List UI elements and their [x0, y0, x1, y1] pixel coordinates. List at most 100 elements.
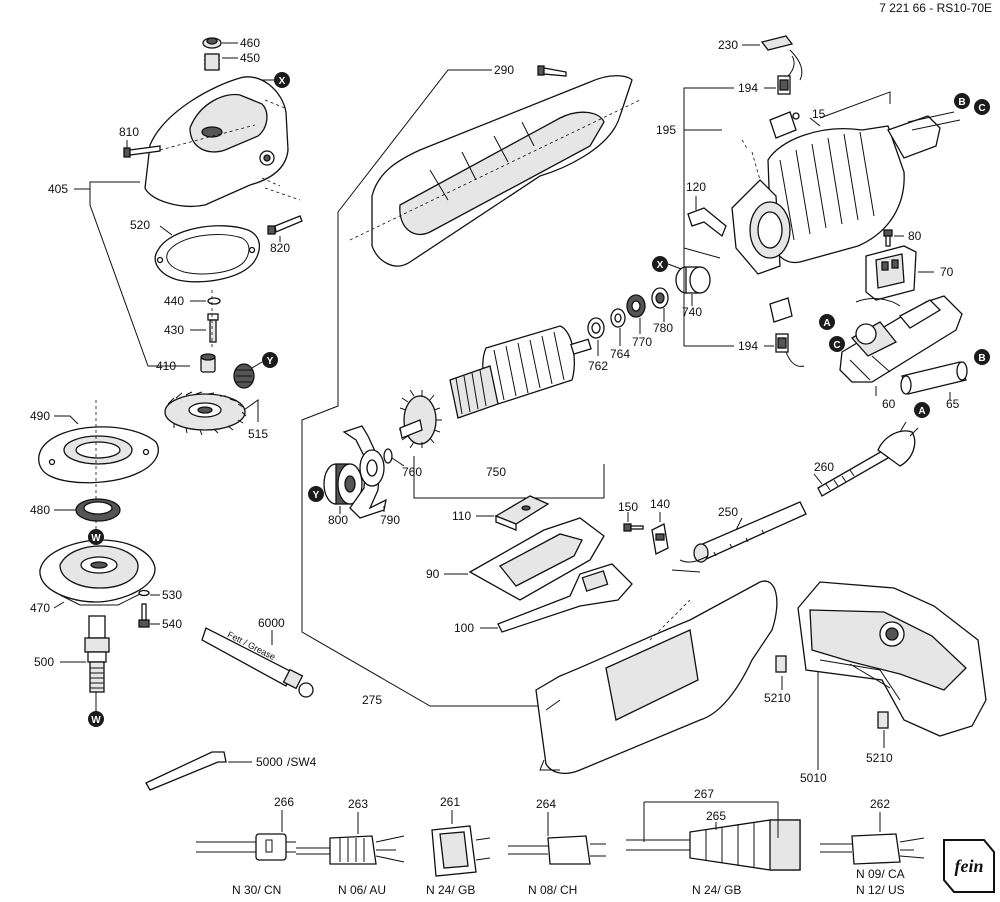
label-800: 800 [328, 513, 348, 527]
label-sw4: /SW4 [287, 755, 317, 769]
label-60: 60 [882, 397, 896, 411]
label-110: 110 [452, 509, 471, 523]
brush-holder-194-top [777, 55, 795, 95]
sleeve-740 [675, 266, 711, 294]
label-515: 515 [248, 427, 268, 441]
label-194-bottom: 194 [738, 339, 758, 353]
brush-cap-230 [760, 35, 794, 51]
label-194-top: 194 [738, 81, 758, 95]
label-260: 260 [814, 460, 834, 474]
label-250: 250 [718, 505, 738, 519]
caption-cn: N 30/ CN [232, 883, 281, 897]
label-750: 750 [486, 465, 506, 479]
screw-810 [123, 145, 161, 158]
label-80: 80 [908, 229, 922, 243]
label-100: 100 [454, 621, 474, 635]
carrying-case-5010 [797, 581, 987, 737]
switch-button-110 [494, 495, 550, 531]
document-id: 7 221 66 - RS10-70E [879, 1, 992, 15]
label-5000: 5000 [256, 755, 283, 769]
marker-y-top: Y [267, 356, 274, 367]
label-530: 530 [162, 588, 182, 602]
motor-housing-upper [349, 75, 641, 267]
screw-80 [883, 229, 893, 247]
bevel-gear-large [164, 391, 247, 436]
caption-us: N 12/ US [856, 883, 905, 897]
label-90: 90 [426, 567, 440, 581]
label-264: 264 [536, 797, 556, 811]
label-540: 540 [162, 617, 182, 631]
caption-ch: N 08/ CH [528, 883, 577, 897]
washer-530 [138, 589, 150, 597]
label-450: 450 [240, 51, 260, 65]
grease-tube-6000: Fett / Grease [201, 627, 314, 698]
stator-15 [731, 111, 961, 275]
label-150: 150 [618, 500, 638, 514]
label-140: 140 [650, 497, 670, 511]
bearing-800 [323, 463, 363, 505]
caption-au: N 06/ AU [338, 883, 386, 897]
bushing-410 [200, 353, 216, 373]
label-195: 195 [656, 123, 676, 137]
marker-x-mid: X [657, 260, 664, 271]
label-275: 275 [362, 693, 382, 707]
marker-a-bottom: A [918, 406, 925, 417]
label-263: 263 [348, 797, 368, 811]
armature-750 [398, 325, 592, 449]
caption-gb-1: N 24/ GB [426, 883, 475, 897]
marker-x-top: X [279, 76, 286, 87]
marker-c-mid: C [833, 340, 840, 351]
bearing-plate-490 [38, 426, 159, 484]
marker-c-top: C [978, 103, 985, 114]
spring-450 [204, 53, 220, 71]
plug-262-ca-us [820, 833, 925, 865]
label-762: 762 [588, 359, 608, 373]
baffle-790 [342, 425, 387, 519]
fein-logo: fein [943, 839, 995, 893]
label-790: 790 [380, 513, 400, 527]
label-261: 261 [440, 795, 460, 809]
label-410: 410 [156, 359, 176, 373]
label-262: 262 [870, 797, 890, 811]
plug-261-gb [431, 825, 491, 877]
electronic-module-70 [865, 245, 917, 301]
label-770: 770 [632, 335, 652, 349]
marker-w-top: W [91, 533, 101, 544]
label-70: 70 [940, 265, 954, 279]
brush-spring-top [769, 111, 800, 139]
cap-460 [202, 37, 222, 49]
gear-housing-cover [144, 76, 289, 207]
label-440: 440 [164, 294, 184, 308]
marker-b-top: B [958, 97, 965, 108]
label-405: 405 [48, 182, 68, 196]
pin-430 [207, 313, 219, 343]
caption-ca: N 09/ CA [856, 867, 905, 881]
label-740: 740 [682, 305, 702, 319]
washer-760 [383, 448, 393, 464]
plug-263-au [296, 835, 405, 865]
logo-wordmark: fein [955, 856, 984, 876]
label-266: 266 [274, 795, 294, 809]
label-500: 500 [34, 655, 54, 669]
washer-762 [587, 317, 605, 339]
capacitor-65 [900, 361, 968, 395]
label-230: 230 [718, 38, 738, 52]
label-820: 820 [270, 241, 290, 255]
switch-cover-90 [468, 517, 605, 601]
spindle-500 [84, 615, 110, 693]
label-430: 430 [164, 323, 184, 337]
label-810: 810 [119, 125, 139, 139]
label-490: 490 [30, 409, 50, 423]
control-board-60 [839, 295, 963, 383]
plug-266-cn [196, 833, 296, 861]
latch-5210-right [877, 711, 889, 729]
label-15: 15 [812, 107, 826, 121]
clip-120 [687, 207, 727, 238]
washer-764 [610, 308, 626, 328]
label-780: 780 [653, 321, 673, 335]
label-267: 267 [694, 787, 714, 801]
label-480: 480 [30, 503, 50, 517]
motor-housing-lower [535, 580, 778, 775]
cable-clamp-140 [651, 523, 669, 555]
